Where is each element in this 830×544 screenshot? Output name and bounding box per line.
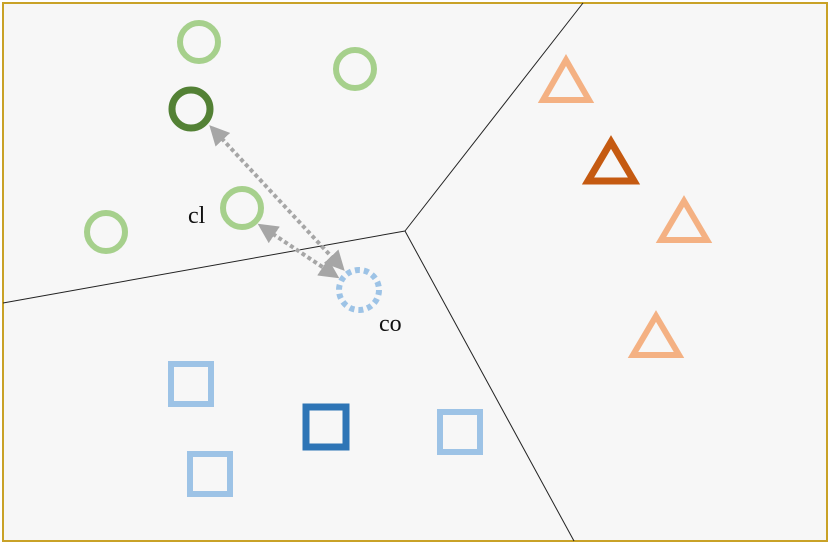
query-point bbox=[336, 267, 382, 313]
triangle-point bbox=[627, 310, 685, 358]
triangle-centroid bbox=[581, 135, 641, 185]
label-co: co bbox=[379, 311, 402, 337]
arrow-cl-to-query bbox=[257, 223, 340, 279]
circle-centroid bbox=[168, 86, 214, 132]
circle-point bbox=[84, 210, 128, 254]
boundary-bottom bbox=[404, 230, 575, 542]
triangle-point bbox=[655, 195, 713, 243]
boundary-top bbox=[404, 2, 584, 232]
triangle-point bbox=[537, 53, 595, 103]
square-point bbox=[437, 409, 483, 455]
square-point bbox=[168, 361, 214, 407]
circle-point bbox=[177, 20, 221, 64]
label-cl: cl bbox=[188, 203, 206, 229]
square-cluster bbox=[168, 361, 483, 497]
circle-point bbox=[333, 47, 377, 91]
circle-cluster bbox=[84, 20, 377, 254]
triangle-cluster bbox=[537, 53, 713, 358]
arrow-centroid-to-query bbox=[209, 125, 345, 271]
square-point bbox=[187, 451, 233, 497]
distance-arrows bbox=[209, 125, 345, 279]
square-centroid bbox=[302, 403, 350, 451]
